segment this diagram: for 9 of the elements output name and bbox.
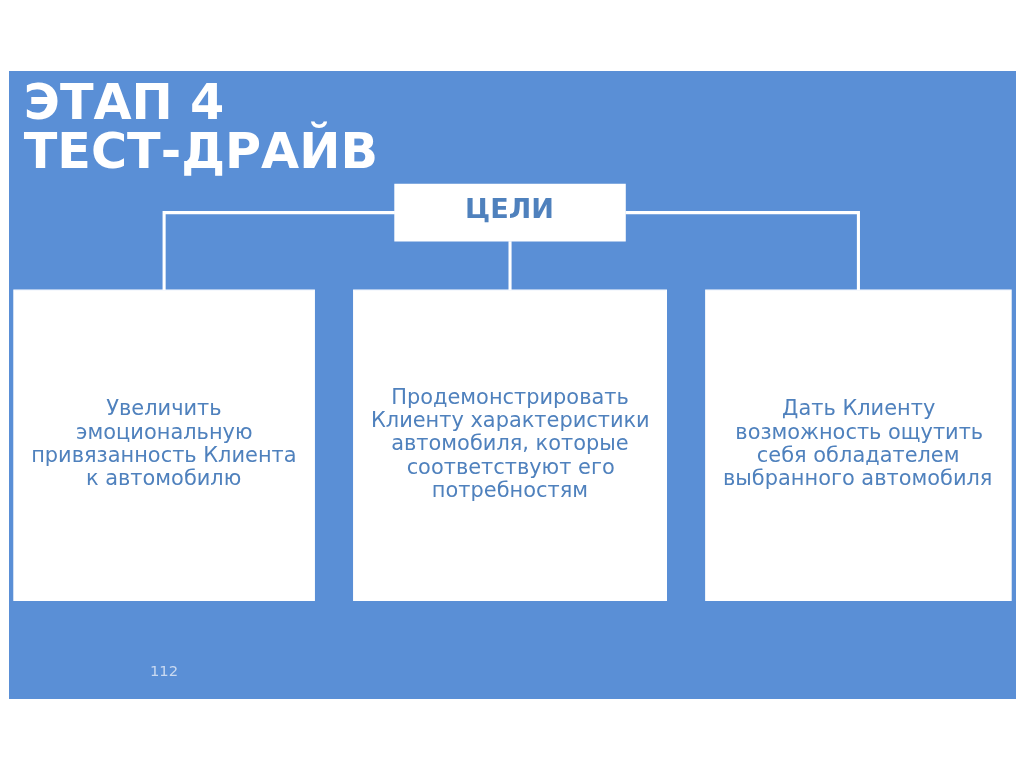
node-box: Увеличить эмоциональную привязанность Клиента к автомобилю	[12, 289, 315, 601]
diagram-title: ЭТАП 4 ТЕСТ-ДРАЙВ	[23, 72, 378, 180]
node-box: ЦЕЛИ	[393, 183, 626, 242]
connector	[625, 210, 860, 290]
label: 112	[149, 661, 178, 679]
connector	[508, 240, 512, 290]
node-box: Дать Клиенту возможность ощутить себя обладателем выбранного автомобиля	[704, 289, 1012, 601]
node-box: Продемонстрировать Клиенту характеристики автомобиля, которые соответствуют его потребностям	[352, 289, 667, 601]
connector	[162, 210, 395, 290]
